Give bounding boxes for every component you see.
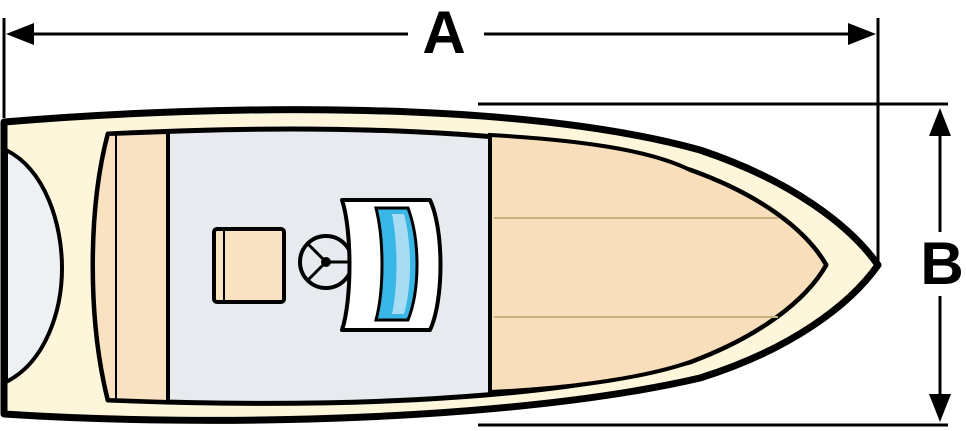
bow-deck bbox=[488, 132, 829, 395]
rear-seat bbox=[212, 227, 286, 304]
transom bbox=[3, 146, 65, 386]
steering-wheel-icon bbox=[298, 234, 354, 290]
arrowhead-icon bbox=[929, 394, 951, 422]
arrowhead-icon bbox=[6, 23, 34, 45]
length-label: A bbox=[422, 0, 465, 66]
arrowhead-icon bbox=[848, 23, 876, 45]
arrowhead-icon bbox=[929, 108, 951, 136]
beam-label: B bbox=[920, 230, 963, 297]
windshield-highlight bbox=[392, 214, 410, 314]
stern-panel bbox=[91, 129, 170, 405]
